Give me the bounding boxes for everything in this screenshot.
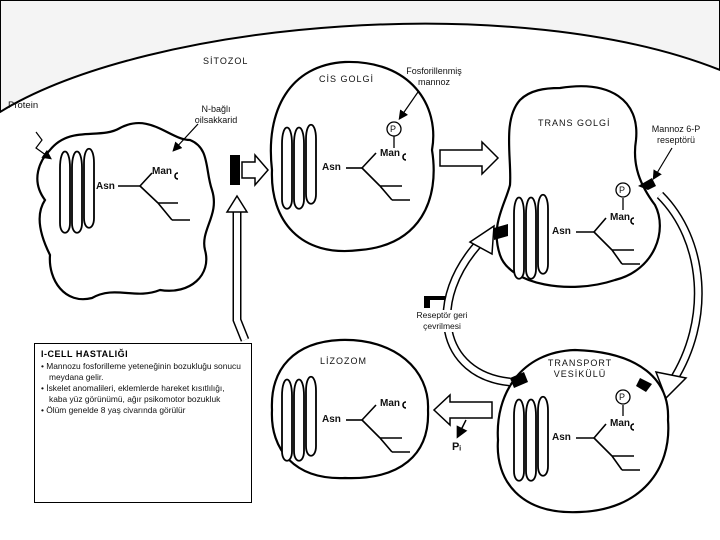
receptor-leader	[652, 147, 673, 181]
cytosol-label: SİTOZOL	[203, 56, 249, 66]
m6p-receptor-icon	[638, 178, 656, 190]
phosphate-circle-label: P	[390, 124, 397, 134]
info-box-list: Mannozu fosforilleme yeteneğinin bozuklu…	[41, 361, 245, 416]
m6p-receptor-label: Mannoz 6-P reseptörü	[651, 124, 701, 145]
man-label: Man	[610, 212, 630, 223]
info-box-title: I-CELL HASTALIĞI	[41, 349, 129, 359]
asn-label: Asn	[322, 162, 341, 173]
man-label: Man	[380, 148, 400, 159]
phosphate-release-arrow	[456, 419, 468, 439]
info-item: Mannozu fosforilleme yeteneğinin bozuklu…	[41, 361, 245, 383]
receptor-recycling-label: Reseptör geri çevrilmesi	[410, 310, 474, 332]
transport-vesicle-label: TRANSPORT VESİKÜLÜ	[547, 358, 613, 379]
man-label: Man	[152, 166, 172, 177]
transfer-block	[230, 155, 240, 185]
receptor-icon	[494, 224, 508, 240]
asn-label: Asn	[552, 432, 571, 443]
phosphorylated-mannose-label: Fosforillenmiş mannoz	[406, 66, 462, 87]
receptor-icon	[510, 372, 528, 388]
lysosome-label: LİZOZOM	[320, 356, 367, 366]
arrow-er-to-cis	[241, 152, 269, 188]
cytosol-membrane	[0, 0, 720, 114]
arrow-vesicle-to-lysosome	[432, 393, 493, 427]
asn-label: Asn	[322, 414, 341, 425]
oligosaccharide-leader	[172, 123, 199, 152]
asn-label: Asn	[96, 181, 115, 192]
i-cell-disease-box: I-CELL HASTALIĞI Mannozu fosforilleme ye…	[34, 343, 252, 503]
phosphate-label: Pᵢ	[452, 441, 461, 453]
n-glycan-label: N-bağlı oilsakkarid	[194, 104, 238, 125]
trans-golgi-label: TRANS GOLGİ	[538, 118, 611, 128]
man-label: Man	[380, 398, 400, 409]
man-label: Man	[610, 418, 630, 429]
receptor-icon	[636, 378, 652, 392]
cis-golgi-label: CİS GOLGİ	[319, 74, 375, 84]
protein-leader	[35, 131, 52, 160]
phosphate-circle-label: P	[619, 392, 626, 402]
phospho-leader	[398, 91, 419, 120]
info-item: Ölüm genelde 8 yaş civarında görülür	[41, 405, 245, 416]
asn-label: Asn	[552, 226, 571, 237]
protein-label: Protein	[8, 100, 39, 111]
phosphate-circle-label: P	[619, 185, 626, 195]
arrow-cis-to-trans	[439, 140, 500, 176]
info-item: İskelet anomalileri, eklemlerde hareket …	[41, 383, 245, 405]
